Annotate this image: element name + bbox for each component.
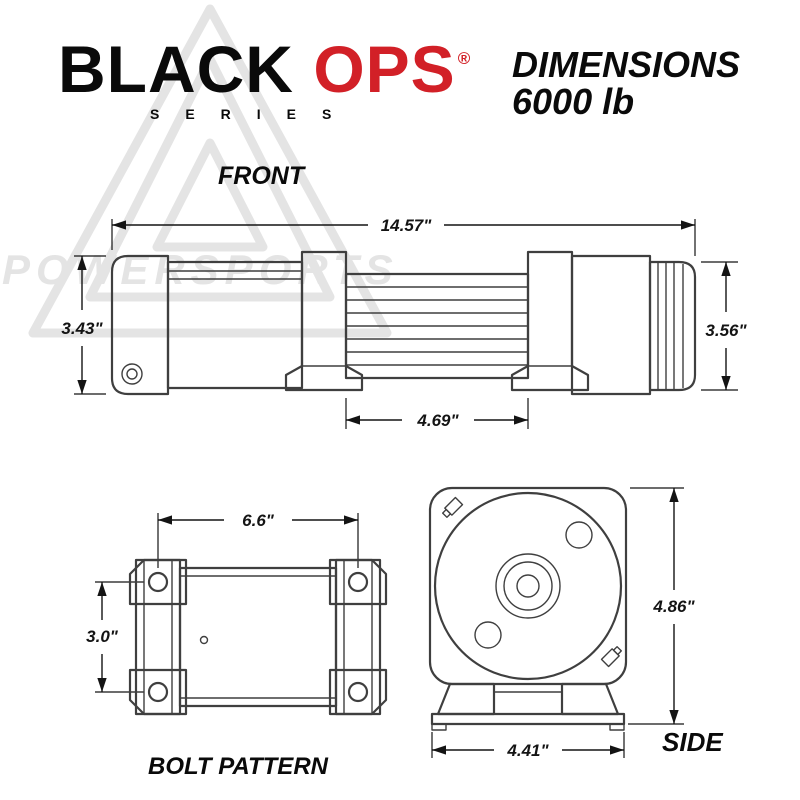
front-dim-overall-width: 14.57" xyxy=(381,216,433,235)
brand-logo: BLACK OPS® SERIES xyxy=(58,36,471,122)
brand-series: SERIES xyxy=(150,106,358,122)
side-view-label: SIDE xyxy=(662,727,723,757)
front-view-drawing: 14.57" 3.43" 3.56" 4.69" xyxy=(61,216,747,430)
bolt-extension-lines xyxy=(95,513,359,693)
bolt-dim-height: 3.0" xyxy=(86,627,119,646)
front-view-label: FRONT xyxy=(218,162,305,190)
title-line2: 6000 lb xyxy=(512,81,635,122)
front-winch-outline xyxy=(110,250,697,396)
side-dim-width: 4.41" xyxy=(506,741,549,760)
side-dimension-lines xyxy=(432,488,679,755)
brand-black: BLACK xyxy=(58,32,294,106)
bolt-pattern-label: BOLT PATTERN xyxy=(148,753,328,780)
bolt-dimension-lines xyxy=(97,515,358,692)
side-view-drawing: 4.86" 4.41" xyxy=(428,486,696,760)
front-extension-lines xyxy=(74,219,738,429)
front-dimension-lines xyxy=(77,220,731,425)
bolt-pattern-outline xyxy=(128,558,388,716)
side-dim-height: 4.86" xyxy=(652,597,695,616)
title-line1: DIMENSIONS xyxy=(512,44,741,85)
brand-ops: OPS® xyxy=(313,32,472,106)
powersports-watermark-logo xyxy=(28,4,392,338)
front-dim-right-height: 3.56" xyxy=(705,321,747,340)
bolt-pattern-drawing: 6.6" 3.0" xyxy=(86,511,388,716)
page-title: DIMENSIONS 6000 lb xyxy=(512,46,740,120)
side-extension-lines xyxy=(431,487,684,758)
front-dim-left-height: 3.43" xyxy=(61,319,103,338)
powersports-watermark-text: POWERSPORTS xyxy=(2,246,399,293)
bolt-dim-width: 6.6" xyxy=(242,511,275,530)
brand-wordmark: BLACK OPS® xyxy=(58,36,471,102)
side-view-outline xyxy=(428,486,628,731)
front-dim-drum-width: 4.69" xyxy=(416,411,459,430)
registered-mark: ® xyxy=(457,49,472,68)
